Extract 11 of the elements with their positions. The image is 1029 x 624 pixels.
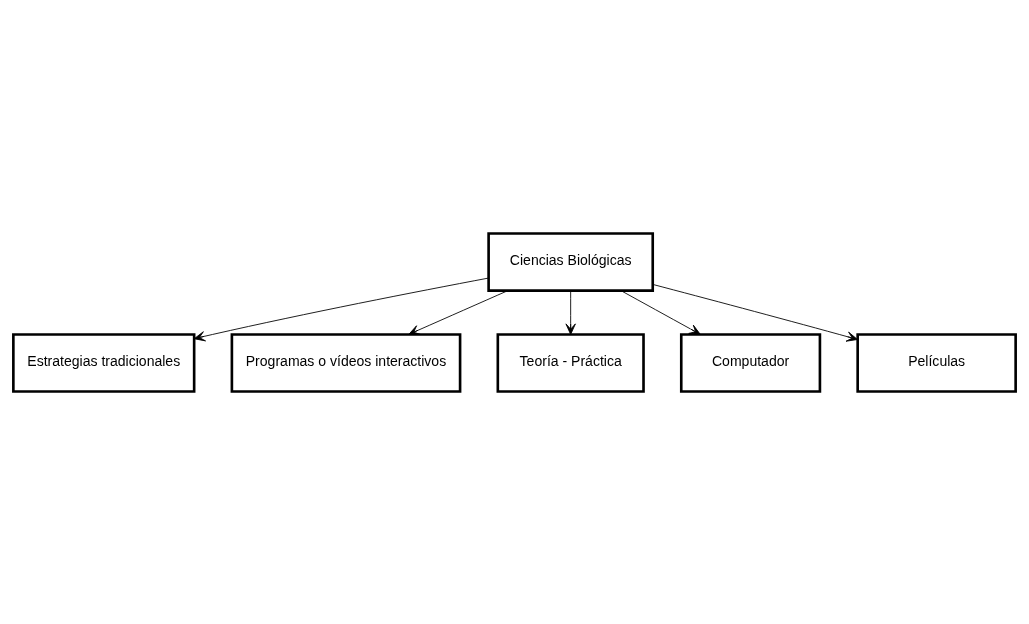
node-box: Películas xyxy=(856,332,1017,393)
arrow xyxy=(652,283,858,342)
node-box: Teoría - Práctica xyxy=(496,332,645,393)
node-box: Estrategias tradicionales xyxy=(12,332,196,393)
arrow xyxy=(193,277,489,341)
node-box: Computador xyxy=(679,332,822,393)
arrow xyxy=(408,289,509,335)
node-box: Ciencias Biológicas xyxy=(487,231,655,292)
arrow xyxy=(565,289,576,335)
node-box: Programas o vídeos interactivos xyxy=(230,332,462,393)
arrow xyxy=(620,289,701,335)
